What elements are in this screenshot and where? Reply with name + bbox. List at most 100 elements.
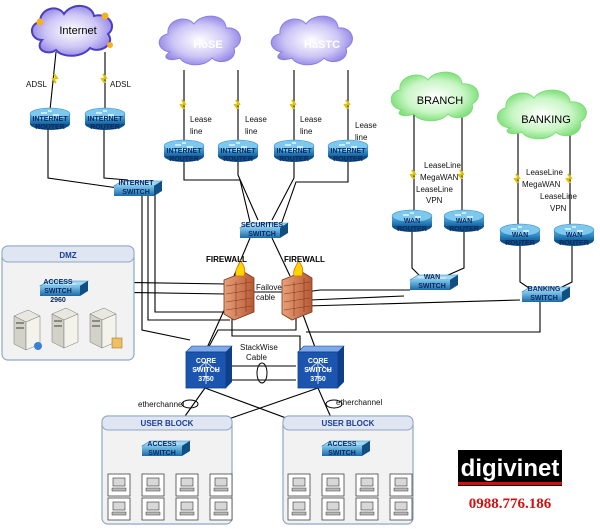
dmz-switch-line1: ACCESS: [43, 279, 73, 286]
branch-vpn: VPN: [426, 196, 443, 205]
server-icon: [51, 307, 79, 349]
lease-label-3b: line: [300, 127, 313, 136]
banking-cloud-label: BANKING: [521, 114, 571, 126]
user-block-left-title: USER BLOCK: [141, 419, 194, 428]
link-labels: ADSL ADSL Lease line Lease line Lease li…: [26, 80, 577, 409]
banking-leaseline-2: LeaseLine: [540, 192, 577, 201]
wan-router-banking-2-line2: ROUTER: [559, 240, 589, 247]
channel-ellipses: [181, 362, 343, 409]
internet-switch-line2: SWITCH: [122, 189, 150, 196]
branch-leaseline-1: LeaseLine: [424, 161, 461, 170]
internet-router-left-line2: ROUTER: [35, 124, 65, 131]
wan-router-branch-2-line1: WAN: [456, 218, 472, 225]
pc-icon: [209, 497, 233, 521]
core-switch-left-line1: CORE: [196, 358, 217, 365]
pc-icon: [389, 473, 413, 497]
failover-label-2: cable: [256, 293, 276, 302]
core-switch-left-line2: SWITCH: [192, 367, 220, 374]
lease-label-1b: line: [190, 127, 203, 136]
pc-icon: [389, 497, 413, 521]
lease-label-4b: line: [355, 133, 368, 142]
pc-icon: [287, 497, 311, 521]
internet-cloud: Internet: [31, 5, 113, 57]
firewall-left: [223, 258, 255, 321]
pc-icon: [355, 473, 379, 497]
user-block-right: USER BLOCK ACCESS SWITCH: [282, 415, 414, 525]
branch-cloud-label: BRANCH: [417, 95, 464, 107]
access-switch-left-line2: SWITCH: [148, 450, 176, 457]
flame-icon: [293, 258, 304, 277]
banking-leaseline-1: LeaseLine: [526, 168, 563, 177]
lease-label-4a: Lease: [355, 121, 377, 130]
pc-icon: [321, 473, 345, 497]
adsl-label-right: ADSL: [110, 80, 131, 89]
core-switch-right: [297, 345, 345, 389]
pc-icon: [355, 497, 379, 521]
user-block-right-title: USER BLOCK: [322, 419, 375, 428]
dmz-block: DMZ ACCESS SWITCH 2960: [1, 245, 135, 361]
dmz-switch-line3: 2960: [50, 297, 66, 304]
banking-megawan: MegaWAN: [522, 180, 561, 189]
core-switch-right-line2: SWITCH: [304, 367, 332, 374]
hastc-cloud-label: HaSTC: [304, 39, 340, 51]
internet-router-left-line1: INTERNET: [33, 116, 69, 123]
pc-icon: [107, 497, 131, 521]
internet-router-right-line1: INTERNET: [88, 116, 124, 123]
core-switch-right-line3: 3750: [310, 376, 326, 383]
internet-router-right-line2: ROUTER: [90, 124, 120, 131]
failover-label-1: Failover: [256, 283, 285, 292]
folder-icon: [111, 337, 123, 349]
lease-label-1a: Lease: [190, 115, 212, 124]
pc-icon: [175, 497, 199, 521]
lease-router-1-line2: ROUTER: [169, 156, 199, 163]
core-switch-left: [185, 345, 233, 389]
firewall-right: [281, 258, 313, 321]
stackwise-label-1: StackWise: [240, 343, 278, 352]
branch-leaseline-2: LeaseLine: [416, 185, 453, 194]
lease-router-2-line1: INTERNET: [221, 148, 257, 155]
user-block-left: USER BLOCK ACCESS SWITCH: [101, 415, 233, 525]
pc-icon: [107, 473, 131, 497]
globe-icon: [34, 342, 42, 350]
wan-router-branch-2-line2: ROUTER: [449, 226, 479, 233]
internet-switch-line1: INTERNET: [119, 180, 155, 187]
banking-switch-line1: BANKING: [528, 286, 561, 293]
pc-icon: [141, 497, 165, 521]
internet-cloud-label: Internet: [59, 25, 96, 37]
brand-name: digivinet: [461, 455, 560, 482]
stackwise-label-2: Cable: [246, 353, 267, 362]
brand-logo: digivinet: [458, 450, 562, 486]
branch-megawan: MegaWAN: [420, 173, 459, 182]
lease-router-3-line1: INTERNET: [277, 148, 313, 155]
pc-icon: [321, 497, 345, 521]
wan-router-branch-1-line2: ROUTER: [397, 226, 427, 233]
wan-router-banking-2-line1: WAN: [566, 232, 582, 239]
wan-switch-line2: SWITCH: [418, 283, 446, 290]
wan-router-banking-1-line1: WAN: [512, 232, 528, 239]
lease-router-1-line1: INTERNET: [167, 148, 203, 155]
wan-router-banking-1-line2: ROUTER: [505, 240, 535, 247]
dmz-title: DMZ: [59, 251, 76, 260]
banking-switch-line2: SWITCH: [530, 295, 558, 302]
hose-cloud: HoSE: [158, 15, 241, 66]
lease-router-3-line2: ROUTER: [279, 156, 309, 163]
flame-icon: [235, 258, 246, 277]
core-switch-left-line3: 3750: [198, 376, 214, 383]
etherchannel-label-left: etherchannel: [138, 400, 184, 409]
securities-switch-line2: SWITCH: [248, 231, 276, 238]
access-switch-right-line2: SWITCH: [328, 450, 356, 457]
firewall-right-label: FIREWALL: [284, 255, 325, 264]
pc-icon: [175, 473, 199, 497]
lease-label-2a: Lease: [245, 115, 267, 124]
lease-router-4-line1: INTERNET: [331, 148, 367, 155]
banking-cloud: BANKING: [497, 89, 587, 140]
access-switch-right-line1: ACCESS: [327, 441, 357, 448]
securities-switch-line1: SECURITIES: [241, 222, 283, 229]
pc-icon: [209, 473, 233, 497]
pc-icon: [141, 473, 165, 497]
adsl-label-left: ADSL: [26, 80, 47, 89]
wan-router-branch-1-line1: WAN: [404, 218, 420, 225]
banking-vpn: VPN: [550, 204, 567, 213]
branch-cloud: BRANCH: [390, 71, 479, 122]
